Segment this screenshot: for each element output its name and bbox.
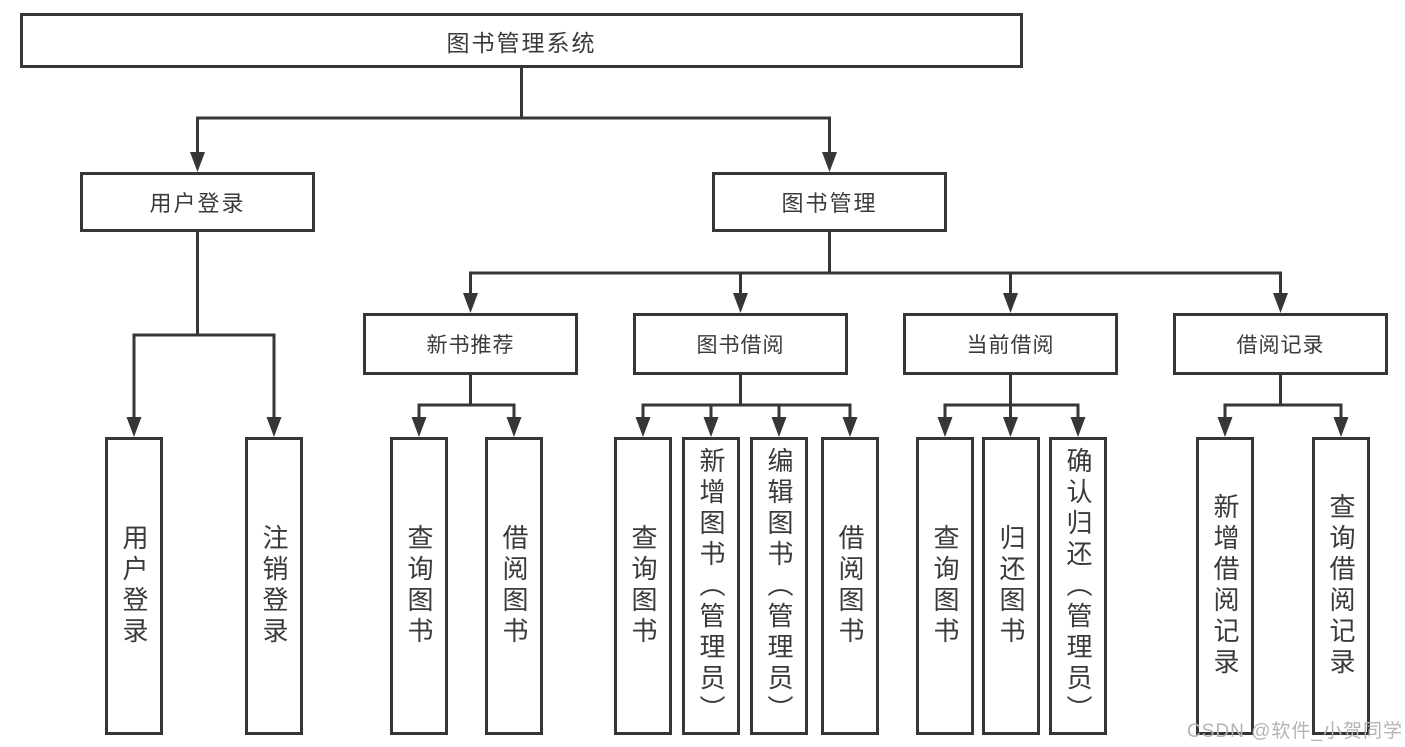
node-label: 借阅记录 (1236, 334, 1325, 357)
node-borrow-records: 借阅记录 (1173, 313, 1388, 375)
node-label: 图书管理 (781, 191, 878, 216)
leaf-borrow-books-newbook: 借阅图书 (485, 437, 543, 735)
leaf-confirm-return-admin: 确认归还（管理员） (1049, 437, 1107, 735)
leaf-label: 查询借阅记录 (1326, 493, 1356, 679)
node-label: 新书推荐 (426, 334, 515, 357)
leaf-add-borrow-record: 新增借阅记录 (1196, 437, 1254, 735)
leaf-query-books-newbook: 查询图书 (390, 437, 448, 735)
leaf-label: 归还图书 (996, 524, 1026, 648)
node-new-book-recommend: 新书推荐 (363, 313, 578, 375)
leaf-label: 借阅图书 (835, 524, 865, 648)
node-current-borrow: 当前借阅 (903, 313, 1118, 375)
leaf-label: 查询图书 (930, 524, 960, 648)
leaf-borrow-books-borrow: 借阅图书 (821, 437, 879, 735)
leaf-label: 查询图书 (404, 524, 434, 648)
leaf-label: 新增图书（管理员） (696, 446, 726, 726)
csdn-watermark: CSDN @软件_小贺同学 (1187, 721, 1403, 742)
leaf-label: 确认归还（管理员） (1063, 446, 1093, 726)
node-book-borrow: 图书借阅 (633, 313, 848, 375)
leaf-query-borrow-record: 查询借阅记录 (1312, 437, 1370, 735)
node-label: 当前借阅 (966, 334, 1055, 357)
leaf-label: 用户登录 (119, 524, 149, 648)
node-label: 图书管理系统 (446, 29, 597, 56)
leaf-label: 查询图书 (628, 524, 658, 648)
leaf-label: 编辑图书（管理员） (764, 446, 794, 726)
leaf-label: 借阅图书 (499, 524, 529, 648)
node-user-login: 用户登录 (80, 172, 315, 232)
leaf-edit-book-admin: 编辑图书（管理员） (750, 437, 808, 735)
node-book-management: 图书管理 (712, 172, 947, 232)
leaf-label: 新增借阅记录 (1210, 493, 1240, 679)
node-library-system: 图书管理系统 (20, 13, 1023, 68)
node-label: 图书借阅 (696, 334, 785, 357)
leaf-add-book-admin: 新增图书（管理员） (682, 437, 740, 735)
leaf-label: 注销登录 (259, 524, 289, 648)
leaf-user-login: 用户登录 (105, 437, 163, 735)
leaf-query-books-borrow: 查询图书 (614, 437, 672, 735)
node-label: 用户登录 (149, 191, 246, 216)
leaf-logout: 注销登录 (245, 437, 303, 735)
leaf-return-book: 归还图书 (982, 437, 1040, 735)
leaf-query-books-current: 查询图书 (916, 437, 974, 735)
